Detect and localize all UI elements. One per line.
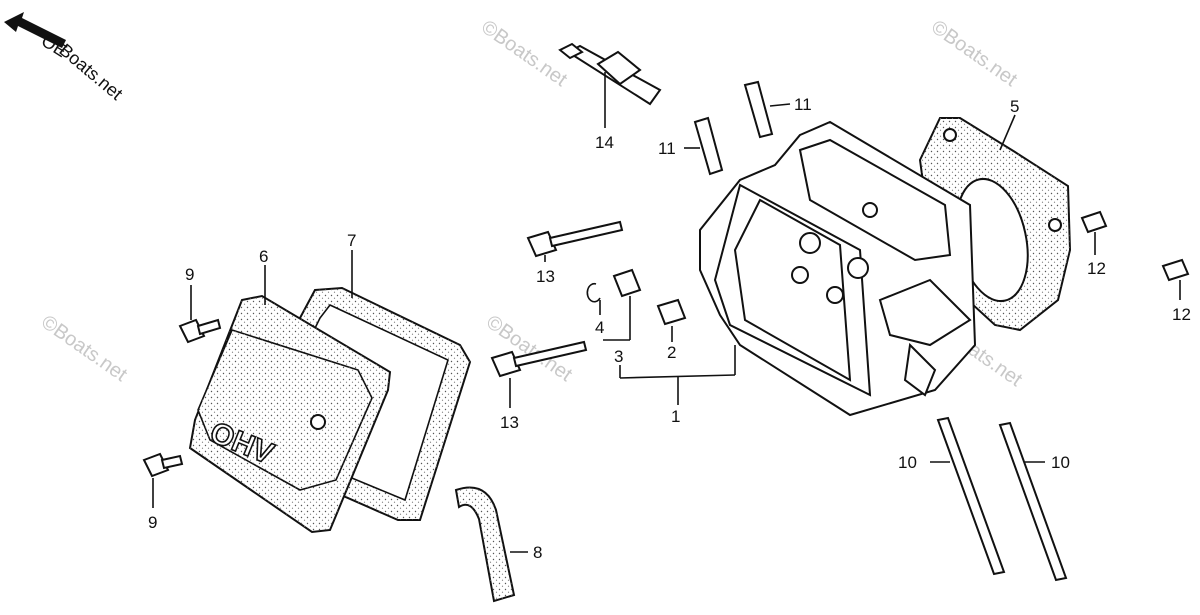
watermark: ©Boats.net	[37, 311, 131, 386]
badge-brand-text: Boats.net	[55, 40, 126, 104]
stud-bolt-upper	[743, 80, 791, 139]
front-arrow-badge: OE Boats.net	[4, 12, 127, 104]
bracket-3	[603, 339, 736, 405]
front-arrow-icon	[4, 12, 66, 48]
head-bolt-lower	[490, 340, 588, 408]
callout-13-upper: 13	[536, 267, 555, 286]
callout-9-upper: 9	[185, 265, 194, 284]
cover-bolt-upper	[178, 285, 222, 344]
watermark: ©Boats.net	[477, 16, 571, 91]
long-stud-b	[998, 421, 1068, 582]
callout-9-lower: 9	[148, 513, 157, 532]
head-bolt-upper	[526, 220, 624, 262]
valve-cover: OHV	[188, 265, 392, 534]
dowel-pin-b	[1161, 258, 1190, 300]
callout-14: 14	[595, 133, 614, 152]
callout-10-right: 10	[1051, 453, 1070, 472]
watermark: ©Boats.net	[927, 16, 1021, 91]
callout-4: 4	[595, 318, 604, 337]
stud-bolt-lower	[684, 116, 724, 176]
callout-11-upper: 11	[794, 95, 812, 114]
callout-12-left: 12	[1087, 259, 1106, 278]
callout-7: 7	[347, 231, 356, 250]
dowel-pin-a	[1080, 210, 1108, 255]
callout-5: 5	[1010, 97, 1019, 116]
valve-guide-b	[656, 298, 687, 342]
callout-6: 6	[259, 247, 268, 266]
callout-12-right: 12	[1172, 305, 1191, 324]
callout-8: 8	[533, 543, 542, 562]
valve-clip	[586, 282, 601, 315]
breather-tube	[454, 486, 528, 603]
callout-10-left: 10	[898, 453, 917, 472]
spark-plug	[558, 42, 662, 128]
callout-1: 1	[671, 407, 680, 426]
cover-bolt-lower	[142, 452, 184, 508]
long-stud-a	[930, 416, 1006, 576]
callout-labels: 1 2 3 4 5 6 7 8 9 9 10 10 11 11 12 12 13…	[148, 95, 1191, 562]
callout-2: 2	[667, 343, 676, 362]
callout-13-lower: 13	[500, 413, 519, 432]
callout-3: 3	[614, 347, 623, 366]
cylinder-head	[699, 120, 977, 417]
valve-guide-a	[612, 268, 642, 340]
callout-11-lower: 11	[658, 139, 676, 158]
